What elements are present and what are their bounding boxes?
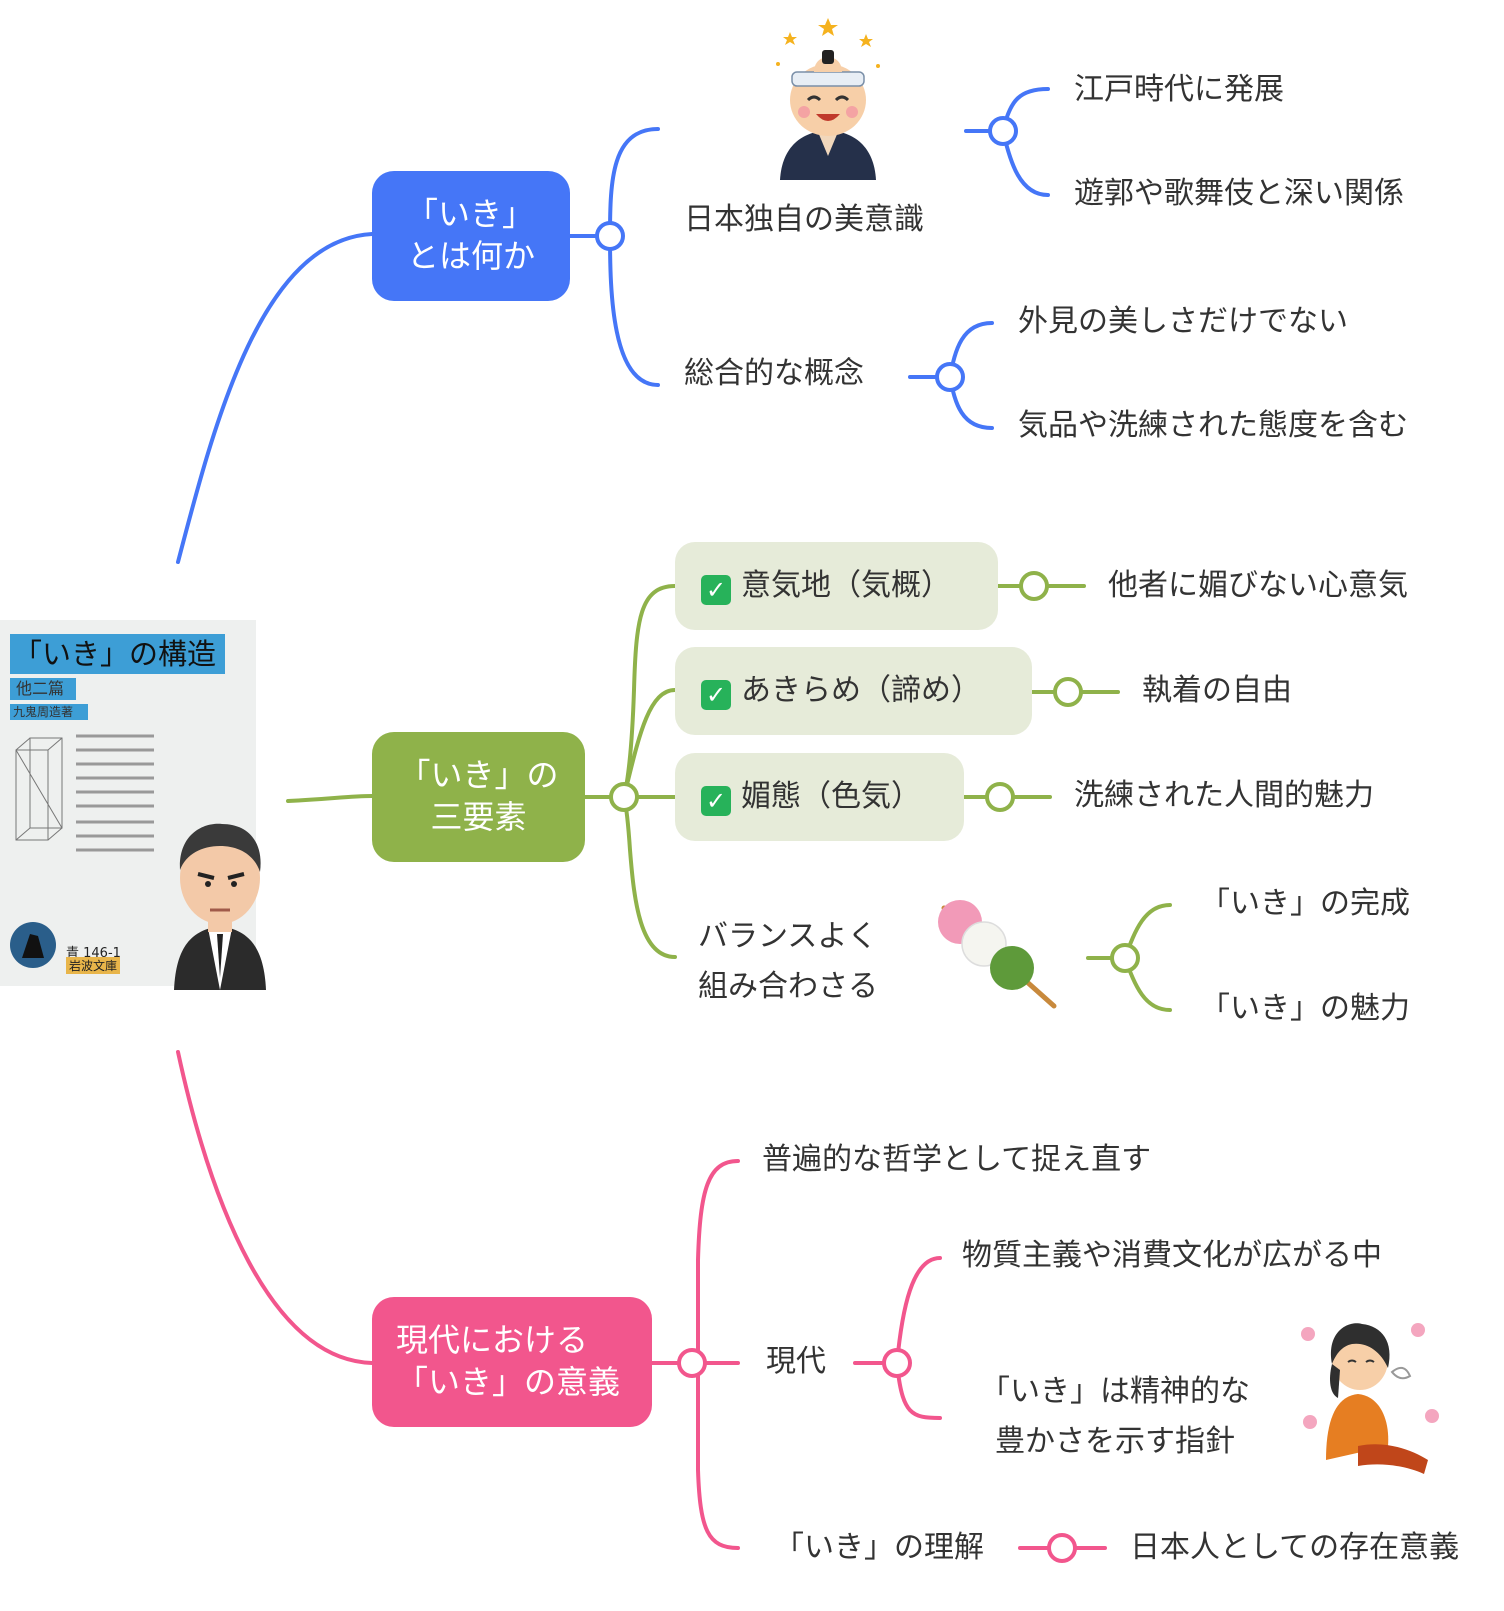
book-author: 九鬼周造著 <box>10 704 88 720</box>
leaf-materialism[interactable]: 物質主義や消費文化が広がる中 <box>962 1238 1382 1273</box>
subtopic-balance[interactable]: バランスよく 組み合わさる <box>698 912 878 1012</box>
element-ikiji[interactable]: ✓ 意気地（気概） <box>675 542 998 630</box>
topic-three-elements[interactable]: 「いき」の 三要素 <box>372 732 585 862</box>
leaf-spiritual-richness-line2: 豊かさを示す指針 <box>995 1424 1235 1459</box>
publisher-logo-icon <box>10 922 56 968</box>
subtopic-understanding-iki[interactable]: 「いき」の理解 <box>774 1530 984 1565</box>
topic-modern-significance-line1: 現代における <box>396 1321 589 1359</box>
book-subtitle: 他二篇 <box>10 678 76 700</box>
subtopic-comprehensive-concept[interactable]: 総合的な概念 <box>684 356 864 391</box>
leaf-completion-of-iki[interactable]: 「いき」の完成 <box>1200 886 1410 921</box>
leaf-edo-period[interactable]: 江戸時代に発展 <box>1074 72 1284 107</box>
book-blurb-text-icon <box>76 734 154 852</box>
leaf-spiritual-richness[interactable]: 「いき」は精神的な 豊かさを示す指針 <box>980 1367 1250 1467</box>
book-title: 「いき」の構造 <box>10 634 225 674</box>
subtopic-japanese-aesthetics[interactable]: 日本独自の美意識 <box>684 202 924 237</box>
author-portrait-icon <box>174 823 266 990</box>
topic-what-is-iki-line1: 「いき」 <box>406 195 535 233</box>
cube-diagram-icon <box>15 737 63 841</box>
element-akirame[interactable]: ✓ あきらめ（諦め） <box>675 647 1032 735</box>
check-icon: ✓ <box>701 680 731 710</box>
leaf-yukaku-kabuki[interactable]: 遊郭や歌舞伎と深い関係 <box>1074 176 1404 211</box>
dango-illustration-icon <box>938 900 1057 1009</box>
leaf-refined-charm[interactable]: 洗練された人間的魅力 <box>1074 778 1374 813</box>
subtopic-balance-line2: 組み合わさる <box>698 969 878 1004</box>
check-icon: ✓ <box>701 786 731 816</box>
book-publisher: 岩波文庫 <box>66 957 121 974</box>
topic-modern-significance-line2: 「いき」の意義 <box>396 1363 621 1401</box>
check-icon: ✓ <box>701 575 731 605</box>
topic-three-elements-line1: 「いき」の <box>398 756 559 794</box>
leaf-existence-as-japanese[interactable]: 日本人としての存在意義 <box>1130 1530 1460 1565</box>
subtopic-modern[interactable]: 現代 <box>766 1344 826 1379</box>
element-akirame-label: あきらめ（諦め） <box>741 673 981 708</box>
subtopic-balance-line1: バランスよく <box>698 919 878 954</box>
topic-three-elements-line2: 三要素 <box>430 798 527 836</box>
topic-what-is-iki[interactable]: 「いき」 とは何か <box>372 171 570 301</box>
element-bitai[interactable]: ✓ 媚態（色気） <box>675 753 964 841</box>
leaf-not-flattering[interactable]: 他者に媚びない心意気 <box>1108 568 1408 603</box>
subtopic-universal-philosophy[interactable]: 普遍的な哲学として捉え直す <box>762 1142 1152 1177</box>
leaf-elegance-refinement[interactable]: 気品や洗練された態度を含む <box>1018 408 1408 443</box>
relaxing-woman-illustration-icon <box>1301 1323 1439 1474</box>
element-bitai-label: 媚態（色気） <box>741 779 921 814</box>
topic-what-is-iki-line2: とは何か <box>406 237 535 275</box>
leaf-spiritual-richness-line1: 「いき」は精神的な <box>980 1374 1250 1409</box>
element-ikiji-label: 意気地（気概） <box>741 568 951 603</box>
topic-modern-significance[interactable]: 現代における 「いき」の意義 <box>372 1297 652 1427</box>
samurai-illustration-icon <box>776 18 880 180</box>
leaf-not-only-appearance[interactable]: 外見の美しさだけでない <box>1018 304 1348 339</box>
leaf-freedom-from-attachment[interactable]: 執着の自由 <box>1142 673 1292 708</box>
leaf-charm-of-iki[interactable]: 「いき」の魅力 <box>1200 991 1410 1026</box>
